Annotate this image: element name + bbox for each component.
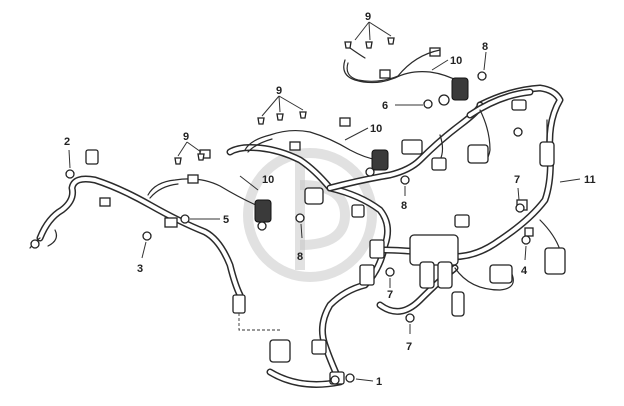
callout-10-top: 10 xyxy=(450,55,462,67)
callout-8-top: 8 xyxy=(482,41,488,53)
callout-4: 4 xyxy=(521,265,528,277)
callout-9-left: 9 xyxy=(183,131,189,143)
callout-2: 2 xyxy=(64,136,70,148)
callout-9-middle: 9 xyxy=(276,85,282,97)
callout-7-middle: 7 xyxy=(387,289,393,301)
callout-8-middle: 8 xyxy=(401,200,407,212)
callout-10-middle: 10 xyxy=(370,123,382,135)
upper-harness xyxy=(226,88,555,218)
callout-10-left: 10 xyxy=(262,174,274,186)
leader-lines xyxy=(68,21,581,382)
left-harness xyxy=(29,175,280,331)
callout-7-right: 7 xyxy=(514,174,520,186)
callout-11: 11 xyxy=(584,174,596,186)
callout-labels: 9 9 9 8 10 10 10 6 8 8 2 5 3 11 7 4 7 7 … xyxy=(64,11,596,388)
callout-7-bottom: 7 xyxy=(406,341,412,353)
callout-3: 3 xyxy=(137,263,143,275)
callout-5: 5 xyxy=(223,214,229,226)
callout-1: 1 xyxy=(376,376,382,388)
main-lower-harness xyxy=(266,84,566,388)
sensor-leads xyxy=(147,47,469,231)
callout-8-left: 8 xyxy=(297,251,303,263)
callout-6: 6 xyxy=(382,100,388,112)
clip-clusters xyxy=(174,37,395,165)
callout-9-top: 9 xyxy=(365,11,371,23)
fasteners xyxy=(30,71,531,383)
